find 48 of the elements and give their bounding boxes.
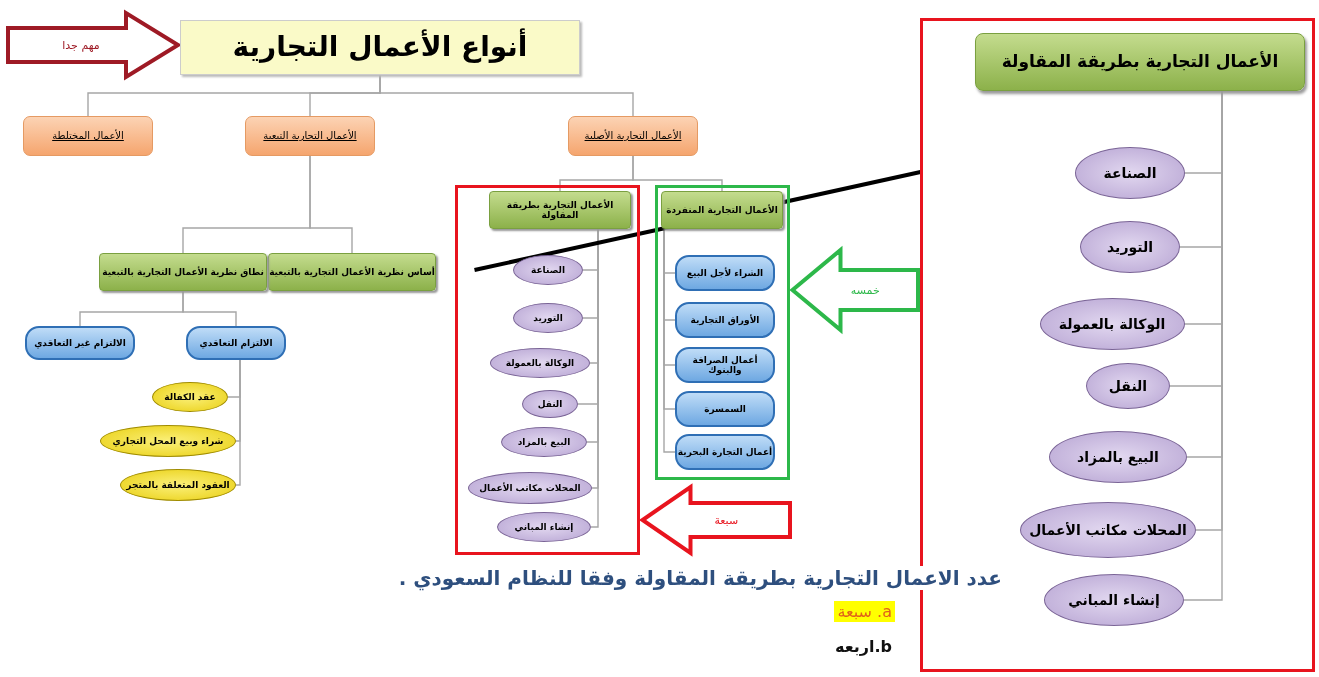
item-ellipse: إنشاء المباني	[1044, 574, 1184, 626]
item-ellipse: إنشاء المباني	[497, 512, 591, 542]
type-pill: الشراء لأجل البيع	[675, 255, 775, 291]
item-ellipse: شراء وبيع المحل التجاري	[100, 425, 236, 457]
connector-line	[632, 155, 723, 192]
item-ellipse: الوكالة بالعمولة	[490, 348, 590, 378]
item-ellipse: النقل	[1086, 363, 1170, 409]
connector-line	[79, 290, 184, 327]
item-ellipse: المحلات مكاتب الأعمال	[1020, 502, 1196, 558]
frame-box	[654, 184, 790, 480]
connector-line	[182, 155, 311, 254]
item-ellipse: التوريد	[513, 303, 583, 333]
item-ellipse: الصناعة	[1075, 147, 1185, 199]
category-box: الأعمال التجارية التبعية	[245, 116, 375, 156]
block-arrow	[638, 483, 792, 557]
item-ellipse: التوريد	[1080, 221, 1180, 273]
subcategory-box: أساس نظرية الأعمال التجارية بالتبعية	[268, 253, 436, 291]
answer-option: b.اربعه	[832, 636, 895, 657]
title-box: أنواع الأعمال التجارية	[180, 19, 580, 75]
item-ellipse: الوكالة بالعمولة	[1039, 298, 1185, 350]
connector-line	[87, 73, 381, 117]
type-pill: السمسرة	[675, 391, 775, 427]
arrow-label: مهم جدا	[60, 38, 102, 52]
subcategory-box: الأعمال التجارية المنفردة	[661, 191, 783, 229]
answer-option: a. سبعة	[834, 601, 895, 622]
item-ellipse: البيع بالمزاد	[501, 427, 587, 457]
type-pill: الأوراق التجارية	[675, 302, 775, 338]
connector-line	[235, 359, 241, 486]
type-pill: الالتزام التعاقدي	[186, 326, 286, 360]
subcategory-box: الأعمال التجارية بطريقة المقاولة	[489, 191, 631, 229]
item-ellipse: الصناعة	[513, 255, 583, 285]
heading-box: الأعمال التجارية بطريقة المقاولة	[975, 33, 1305, 91]
connector-line	[590, 228, 599, 528]
category-box: الأعمال التجارية الأصلية	[568, 116, 698, 156]
category-box: الأعمال المختلطة	[23, 116, 153, 156]
frame-box	[454, 185, 640, 555]
block-arrow	[6, 9, 182, 81]
item-ellipse: المحلات مكاتب الأعمال	[468, 472, 592, 504]
item-ellipse: البيع بالمزاد	[1049, 431, 1187, 483]
subcategory-box: نطاق نظرية الأعمال التجارية بالتبعية	[99, 253, 267, 291]
type-pill: الالتزام غير التعاقدي	[25, 326, 135, 360]
type-pill: أعمال التجارة البحرية	[675, 434, 775, 470]
connector-line	[663, 228, 676, 453]
block-arrow	[789, 245, 920, 335]
item-ellipse: العقود المتعلقة بالمتجر	[120, 469, 236, 501]
type-pill: أعمال الصرافة والبنوك	[675, 347, 775, 383]
item-ellipse: النقل	[522, 390, 578, 418]
item-ellipse: عقد الكفالة	[152, 382, 228, 412]
